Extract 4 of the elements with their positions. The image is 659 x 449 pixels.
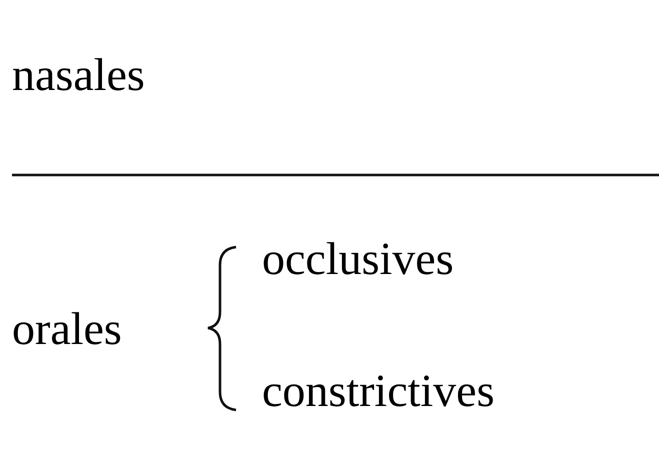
term-label: orales: [12, 302, 122, 356]
term-label: nasales: [12, 48, 145, 102]
term-label: occlusives: [262, 232, 454, 286]
term-label: constrictives: [262, 364, 494, 418]
